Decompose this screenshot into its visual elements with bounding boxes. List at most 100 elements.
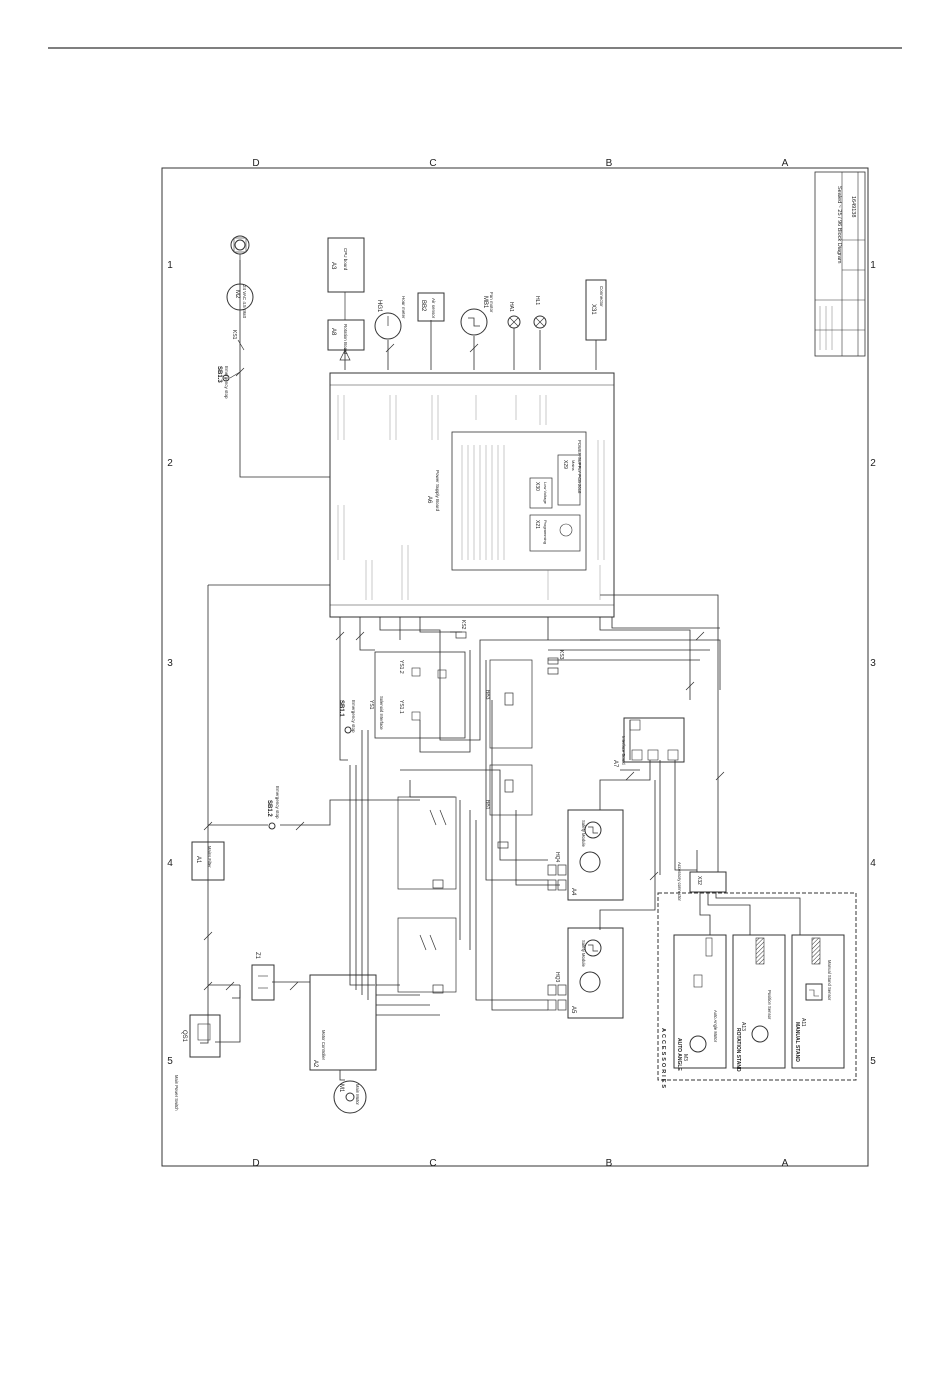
svg-text:BB3: BB3 — [484, 690, 490, 700]
svg-text:Safety Module: Safety Module — [581, 940, 586, 967]
svg-text:A7: A7 — [612, 760, 618, 768]
svg-text:YS1: YS1 — [368, 700, 374, 710]
svg-text:ACCESSORIES: ACCESSORIES — [660, 1028, 666, 1090]
svg-text:HQ3: HQ3 — [554, 972, 560, 983]
wire-ticks — [203, 343, 725, 991]
svg-text:AUTO ANGLE: AUTO ANGLE — [676, 1038, 682, 1071]
svg-text:Mains Filter: Mains Filter — [207, 846, 212, 868]
hl1-lamp: HL1 — [533, 296, 547, 329]
zone-number-left-1: 1 — [167, 260, 173, 271]
zone-letter-top-c: C — [429, 158, 436, 169]
svg-text:Position Sensor: Position Sensor — [767, 990, 772, 1020]
svg-text:A6: A6 — [426, 496, 432, 504]
a5-safety-module: A5 Safety Module — [567, 927, 624, 1019]
m1-main-motor: M1 Main Motor — [333, 1080, 367, 1114]
svg-text:Programming: Programming — [543, 520, 548, 544]
qs1-main-switch: QS1 Main Power Switch — [174, 1014, 221, 1111]
svg-text:A5: A5 — [570, 1006, 576, 1014]
zone-number-left-3: 3 — [167, 658, 173, 669]
svg-text:HL1: HL1 — [534, 296, 540, 305]
zone-letter-top-d: D — [252, 158, 259, 169]
svg-text:Motor Controller: Motor Controller — [321, 1030, 326, 1061]
svg-text:Manual Stand Sensor: Manual Stand Sensor — [827, 960, 832, 1001]
svg-text:M3: M3 — [682, 1054, 688, 1061]
svg-text:HG1: HG1 — [376, 300, 382, 313]
svg-text:Emergency stop: Emergency stop — [351, 700, 356, 733]
svg-text:A8: A8 — [330, 328, 336, 336]
svg-text:Rotation Board: Rotation Board — [343, 324, 348, 355]
svg-text:Fan motor: Fan motor — [489, 292, 494, 313]
svg-text:Connector: Connector — [599, 286, 604, 307]
svg-text:Main Motor: Main Motor — [355, 1084, 360, 1106]
zone-number-right-3: 3 — [870, 658, 876, 669]
svg-text:HQ4: HQ4 — [554, 852, 560, 863]
a7-interface-board: A7 Interface Board — [612, 717, 685, 768]
svg-text:A4: A4 — [570, 888, 576, 896]
zone-number-right-4: 4 — [870, 858, 876, 869]
svg-text:X30: X30 — [534, 482, 540, 491]
sb1-2-stop: SB1.2 Emergency stop — [266, 786, 280, 830]
svg-text:POWER SUPPLY PCB 2018: POWER SUPPLY PCB 2018 — [577, 440, 582, 494]
svg-text:A13: A13 — [740, 1022, 746, 1031]
accessories-group: ACCESSORIES AUTO ANGLE M3 Auto Angle Mot… — [657, 892, 857, 1090]
zone-number-right-2: 2 — [870, 458, 876, 469]
svg-text:A3: A3 — [330, 262, 336, 270]
svg-text:KS2: KS2 — [460, 620, 466, 630]
svg-text:SB1.3: SB1.3 — [216, 366, 222, 383]
svg-text:Main Power Switch: Main Power Switch — [174, 1075, 179, 1111]
svg-text:Power Supply Board: Power Supply Board — [435, 470, 440, 512]
m2-ref: M2 — [234, 290, 240, 299]
svg-text:Solenoid Interface: Solenoid Interface — [379, 696, 384, 730]
svg-text:MANUAL STAND: MANUAL STAND — [794, 1022, 800, 1062]
svg-text:HA1: HA1 — [508, 302, 514, 312]
ks1-contact: KS1 — [231, 330, 245, 351]
hq-sensors — [547, 864, 567, 1011]
title-block: Sealed ~ 25 / 96 Block Diagram 1649138 — [814, 171, 866, 357]
svg-text:ROTATION STAND: ROTATION STAND — [735, 1028, 741, 1072]
svg-text:Accessory connector: Accessory connector — [677, 862, 682, 901]
zone-number-left-4: 4 — [167, 858, 173, 869]
svg-text:MB1: MB1 — [482, 296, 488, 309]
ys1-solenoid-interface: YS1 Solenoid Interface YS1.2 YS1.1 — [368, 651, 466, 739]
svg-text:A11: A11 — [800, 1018, 806, 1027]
a6-power-supply-board: A6 Power Supply Board POWER SUPPLY PCB 2… — [329, 372, 615, 618]
zone-letter-bottom-c: C — [429, 1158, 436, 1169]
zone-number-left-5: 5 — [167, 1056, 173, 1067]
zone-letter-bottom-d: D — [252, 1158, 259, 1169]
sb1-3-stop: SB1.3 Emergency stop — [216, 366, 241, 399]
svg-text:SB1.1: SB1.1 — [338, 700, 344, 717]
svg-text:Auto Angle Motor: Auto Angle Motor — [713, 1010, 718, 1043]
zone-number-left-2: 2 — [167, 458, 173, 469]
svg-text:Low Voltage: Low Voltage — [543, 482, 548, 505]
svg-text:A1: A1 — [195, 856, 201, 864]
svg-text:BB2: BB2 — [420, 300, 426, 312]
svg-text:CPU board: CPU board — [343, 248, 348, 271]
svg-text:X29: X29 — [562, 460, 568, 469]
svg-text:QS1: QS1 — [181, 1030, 187, 1043]
svg-text:SB1.2: SB1.2 — [266, 800, 272, 817]
zone-number-right-5: 5 — [870, 1056, 876, 1067]
svg-text:X31: X31 — [590, 304, 596, 315]
svg-text:YS1.2: YS1.2 — [398, 660, 404, 674]
z1-emi-filter: Z1 — [251, 952, 275, 1001]
hg1-hour-meter: HG1 Hour meter — [374, 296, 406, 340]
sb1-1-stop: SB1.1 Emergency stop — [338, 700, 356, 734]
svg-text:Mains: Mains — [571, 460, 576, 471]
x32-connector: X32 Accessory connector — [677, 862, 727, 901]
zone-letter-bottom-a: A — [782, 1158, 789, 1169]
svg-text:Air sensor: Air sensor — [431, 298, 436, 319]
ks-relay-boxes — [455, 631, 559, 849]
a4-safety-module: A4 Safety Module — [567, 809, 624, 901]
zone-letter-bottom-b: B — [606, 1158, 613, 1169]
svg-text:Emergency stop: Emergency stop — [275, 786, 280, 819]
middle-relay-groups — [397, 796, 457, 994]
a3-cpu-board: A3 CPU board — [327, 237, 365, 293]
a2-motor-controller: A2 Motor Controller — [309, 974, 377, 1071]
svg-text:Interface Board: Interface Board — [621, 736, 626, 765]
bb2-air-sensor: BB2 Air sensor — [417, 292, 445, 322]
m2-motor: M2 24 VAC 4.5 Watt — [226, 235, 254, 319]
svg-text:YS1.1: YS1.1 — [398, 700, 404, 714]
zone-letter-top-b: B — [606, 158, 613, 169]
svg-text:KS1: KS1 — [231, 330, 237, 340]
svg-text:Safety Module: Safety Module — [581, 820, 586, 847]
